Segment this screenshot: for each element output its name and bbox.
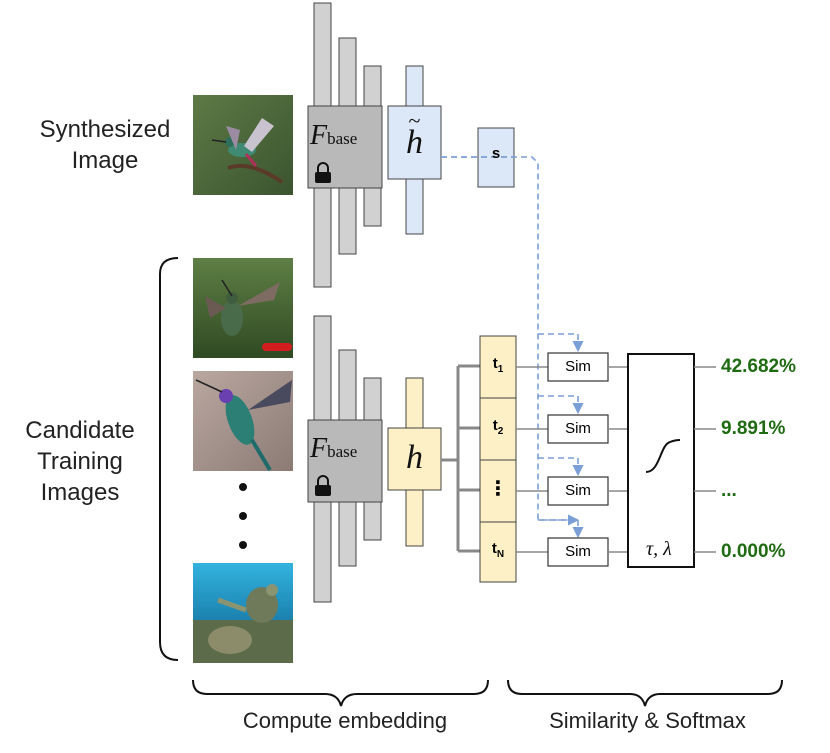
token-to-sim-connectors [516,366,548,553]
candidate-training-images-label: Candidate Training Images [25,417,135,506]
similarity-brace [507,679,783,707]
token-ellipsis: ⋮ [488,478,508,500]
candidates-bracket [159,257,179,661]
output-score-3: ... [721,480,737,501]
softmax-output-connectors [694,366,716,553]
candidate-image-hummingbird-2 [193,371,293,472]
token-t2: t2 [492,417,504,437]
vertical-ellipsis-icon [239,483,247,549]
candidate-image-hummingbird-1 [193,258,293,358]
softmax-box [627,353,695,568]
sim-label-4: Sim [565,543,591,560]
fbase-sub: base [327,442,358,461]
fbase-f: F [310,120,328,151]
lower-fbase-label: Fbase [310,433,382,465]
sim-to-softmax-connectors [608,366,628,553]
s-distribution-arrows [538,333,584,539]
synthesized-image [193,95,293,195]
sim-label-3: Sim [565,482,591,499]
upper-fbase-label: Fbase [310,120,382,152]
lower-lock-icon [315,475,331,496]
similarity-softmax-label: Similarity & Softmax [549,708,746,733]
tau-lambda-label: τ, λ [646,538,672,560]
compute-brace [192,679,489,707]
sim-label-1: Sim [565,358,591,375]
h-tilde-label: ~ h [406,108,423,161]
output-score-4: 0.000% [721,541,786,562]
token-t1: t1 [492,355,504,375]
h-to-token-connectors [441,364,480,553]
token-column [479,335,517,583]
s-label: s [491,145,501,162]
compute-embedding-label: Compute embedding [242,708,448,733]
sim-label-2: Sim [565,420,591,437]
synthesized-image-label: Synthesized Image [39,116,171,174]
output-score-2: 9.891% [721,418,786,439]
upper-network [307,2,580,526]
upper-lock-icon [315,162,331,183]
sigmoid-icon [645,439,681,473]
h-label: h [406,439,423,476]
token-tn: tN [491,540,505,560]
fbase-sub: base [327,129,358,148]
candidate-image-sea-turtle [193,563,293,663]
fbase-f: F [310,433,328,464]
output-score-1: 42.682% [721,356,797,377]
